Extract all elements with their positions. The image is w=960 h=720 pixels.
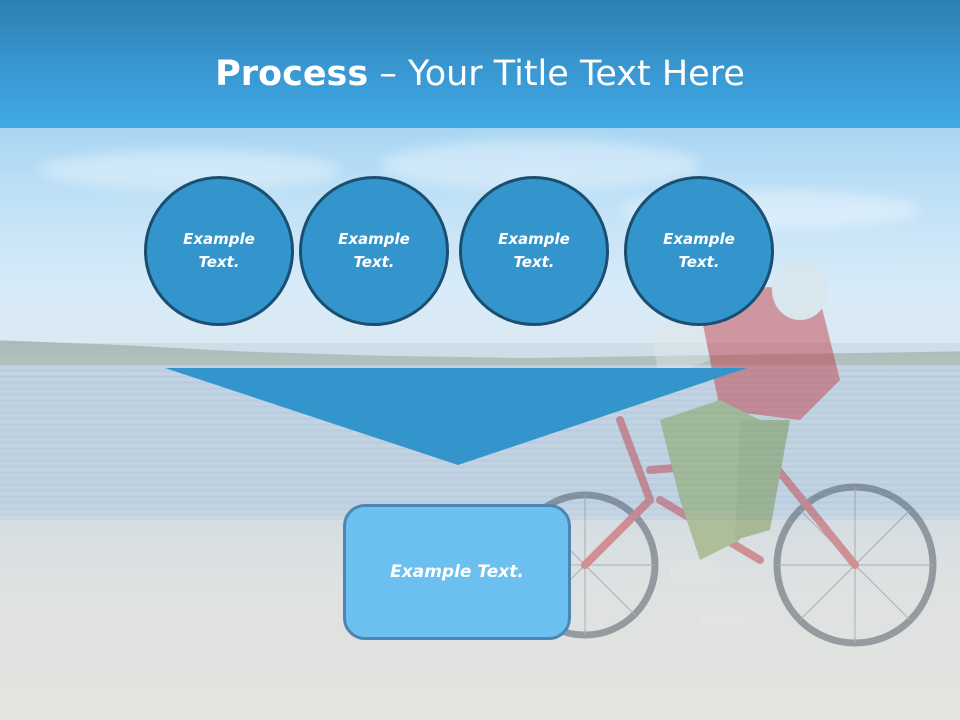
- step-label: Example Text.: [663, 230, 735, 271]
- slide-title: Process – Your Title Text Here: [0, 52, 960, 96]
- step-circle-3: Example Text.: [459, 176, 609, 326]
- step-label: Example Text.: [338, 230, 410, 271]
- step-circle-1: Example Text.: [144, 176, 294, 326]
- step-label: Example Text.: [498, 230, 570, 271]
- title-rest-part: – Your Title Text Here: [368, 54, 745, 94]
- step-circle-2: Example Text.: [299, 176, 449, 326]
- result-label: Example Text.: [390, 562, 524, 582]
- step-label: Example Text.: [183, 230, 255, 271]
- step-circle-4: Example Text.: [624, 176, 774, 326]
- header-band: [0, 0, 960, 128]
- funnel-arrow-icon: [165, 368, 747, 465]
- title-bold-part: Process: [215, 54, 369, 94]
- result-box: Example Text.: [343, 504, 571, 640]
